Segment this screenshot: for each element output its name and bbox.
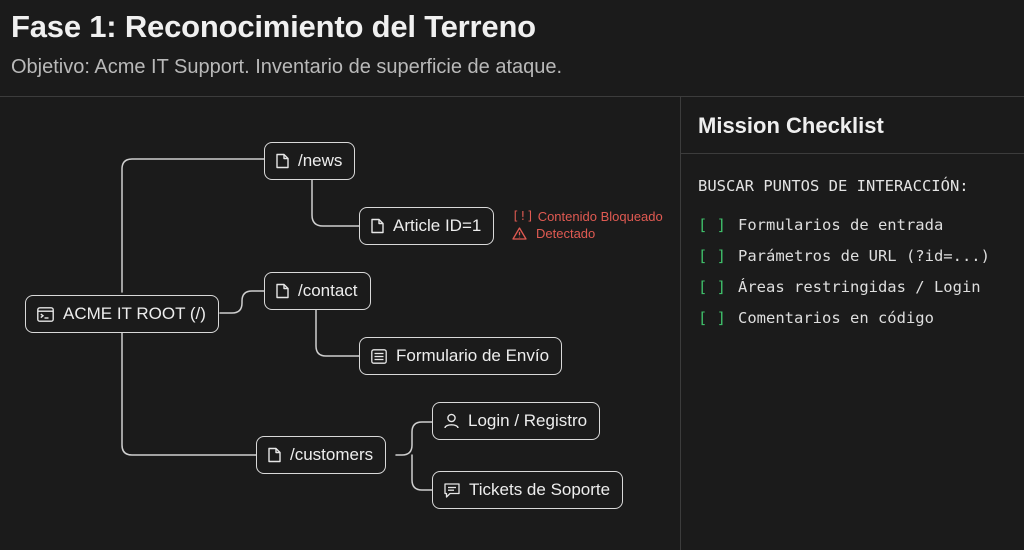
- node-label: /contact: [298, 281, 358, 300]
- warning-icon: [512, 227, 527, 240]
- checklist-item[interactable]: [ ] Comentarios en código: [698, 302, 990, 333]
- checklist-section-title: BUSCAR PUNTOS DE INTERACCIÓN:: [698, 177, 969, 195]
- warning-mark: [!]: [512, 209, 534, 223]
- blocked-content-warning: [!] Contenido Bloqueado Detectado: [512, 208, 663, 242]
- link-root-news: [121, 158, 265, 293]
- checkbox[interactable]: [ ]: [698, 246, 726, 265]
- checkbox[interactable]: [ ]: [698, 277, 726, 296]
- link-root-customers: [121, 331, 257, 456]
- checklist-item-label: Formularios de entrada: [738, 215, 944, 234]
- link-root-contact: [219, 290, 265, 314]
- warning-line1: Contenido Bloqueado: [537, 209, 663, 224]
- node-label: ACME IT ROOT (/): [63, 304, 206, 323]
- checkbox[interactable]: [ ]: [698, 308, 726, 327]
- tree-connectors: [121, 158, 433, 491]
- panel-title: Mission Checklist: [698, 113, 884, 138]
- header: Fase 1: Reconocimiento del Terreno Objet…: [0, 0, 1024, 96]
- file-icon: [371, 218, 384, 234]
- node-label: Login / Registro: [468, 411, 588, 430]
- chat-icon: [444, 482, 460, 498]
- checklist-item-label: Comentarios en código: [738, 308, 934, 327]
- node-form[interactable]: Formulario de Envío: [359, 337, 563, 375]
- file-icon: [276, 283, 289, 299]
- checklist-item-label: Áreas restringidas / Login: [738, 277, 981, 296]
- panel-divider: [680, 96, 681, 550]
- node-label: Tickets de Soporte: [469, 480, 611, 499]
- link-customers-tickets: [411, 454, 433, 491]
- warning-line2: Detectado: [536, 226, 596, 241]
- node-tickets[interactable]: Tickets de Soporte: [432, 471, 624, 509]
- page-title: Fase 1: Reconocimiento del Terreno: [11, 9, 536, 44]
- link-news-article: [311, 177, 360, 227]
- user-icon: [444, 413, 459, 429]
- file-icon: [268, 447, 281, 463]
- site-tree: ACME IT ROOT (/) /news Article ID=1 [!] …: [0, 97, 680, 550]
- node-root[interactable]: ACME IT ROOT (/): [25, 295, 219, 333]
- node-label: /news: [298, 151, 343, 170]
- node-label: Formulario de Envío: [396, 346, 550, 365]
- checklist-item[interactable]: [ ] Áreas restringidas / Login: [698, 271, 990, 302]
- node-label: /customers: [290, 445, 374, 464]
- page-subtitle: Objetivo: Acme IT Support. Inventario de…: [11, 56, 563, 78]
- node-article[interactable]: Article ID=1: [359, 207, 495, 245]
- link-customers-login: [395, 421, 433, 456]
- node-login[interactable]: Login / Registro: [432, 402, 601, 440]
- form-icon: [371, 348, 387, 364]
- file-icon: [276, 153, 289, 169]
- link-contact-form: [315, 309, 360, 357]
- terminal-icon: [37, 306, 54, 322]
- header-divider: [0, 96, 1024, 97]
- mission-checklist-panel: Mission Checklist BUSCAR PUNTOS DE INTER…: [681, 97, 1024, 550]
- checklist-item-label: Parámetros de URL (?id=...): [738, 246, 990, 265]
- checklist: [ ] Formularios de entrada [ ] Parámetro…: [698, 209, 990, 333]
- checklist-item[interactable]: [ ] Formularios de entrada: [698, 209, 990, 240]
- checkbox[interactable]: [ ]: [698, 215, 726, 234]
- node-label: Article ID=1: [393, 216, 482, 235]
- node-news[interactable]: /news: [264, 142, 356, 180]
- node-contact[interactable]: /contact: [264, 272, 371, 310]
- checklist-item[interactable]: [ ] Parámetros de URL (?id=...): [698, 240, 990, 271]
- node-customers[interactable]: /customers: [256, 436, 387, 474]
- panel-title-divider: [681, 153, 1024, 154]
